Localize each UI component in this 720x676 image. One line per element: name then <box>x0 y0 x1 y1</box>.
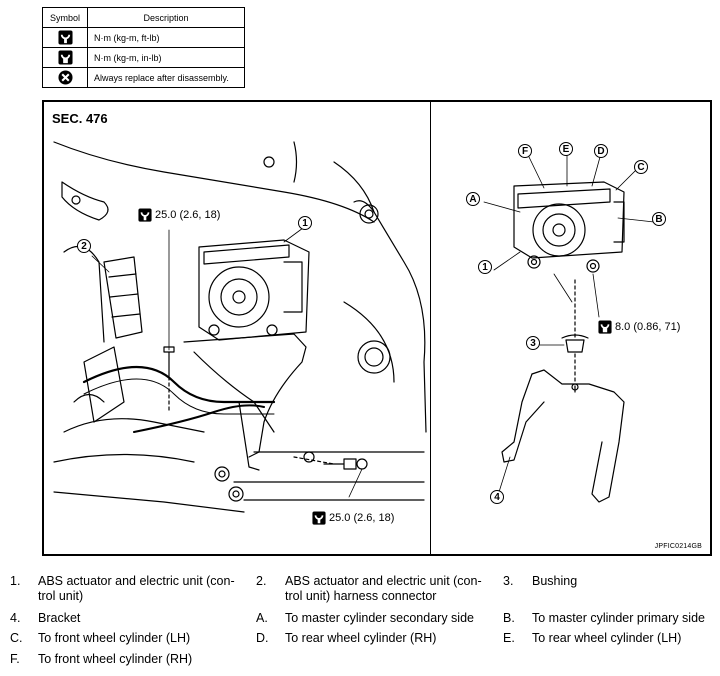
description-column-header: Description <box>87 7 245 28</box>
table-row: Always replace after disassembly. <box>42 67 245 88</box>
marker-4: 4 <box>490 490 504 504</box>
figure-code: JPFIC0214GB <box>654 543 702 550</box>
symbol-description: N·m (kg-m, ft-lb) <box>87 27 245 48</box>
torque-wrench-icon <box>57 30 73 45</box>
symbol-description: Always replace after disassembly. <box>87 67 245 88</box>
torque-wrench-small-icon <box>598 320 612 334</box>
table-row: N·m (kg-m, ft-lb) <box>42 27 245 48</box>
marker-3: 3 <box>526 336 540 350</box>
torque-wrench-icon <box>312 511 326 525</box>
marker-e: E <box>559 142 573 156</box>
section-label: SEC. 476 <box>52 111 108 126</box>
figure-divider <box>430 102 431 554</box>
actuator-nut-torque: 8.0 (0.86, 71) <box>598 320 680 334</box>
marker-1-detail: 1 <box>478 260 492 274</box>
torque-value: 8.0 (0.86, 71) <box>615 321 681 333</box>
marker-a: A <box>466 192 480 206</box>
abs-actuator-figure: SEC. 476 <box>42 100 712 556</box>
symbol-table: Symbol Description N·m (kg-m, ft-lb) N·m… <box>42 7 245 88</box>
marker-f: F <box>518 144 532 158</box>
marker-c: C <box>634 160 648 174</box>
marker-d: D <box>594 144 608 158</box>
front-bolt-torque: 25.0 (2.6, 18) <box>312 511 394 525</box>
symbol-description: N·m (kg-m, in-lb) <box>87 47 245 68</box>
marker-b: B <box>652 212 666 226</box>
bracket-bolt-torque: 25.0 (2.6, 18) <box>138 208 220 222</box>
torque-wrench-icon <box>138 208 152 222</box>
torque-wrench-small-icon <box>57 50 73 65</box>
component-illustration <box>53 141 655 513</box>
torque-value: 25.0 (2.6, 18) <box>329 512 395 524</box>
marker-2: 2 <box>77 239 91 253</box>
replace-icon <box>57 70 73 85</box>
table-row: N·m (kg-m, in-lb) <box>42 47 245 68</box>
torque-value: 25.0 (2.6, 18) <box>155 209 221 221</box>
marker-1: 1 <box>298 216 312 230</box>
symbol-column-header: Symbol <box>42 7 88 28</box>
